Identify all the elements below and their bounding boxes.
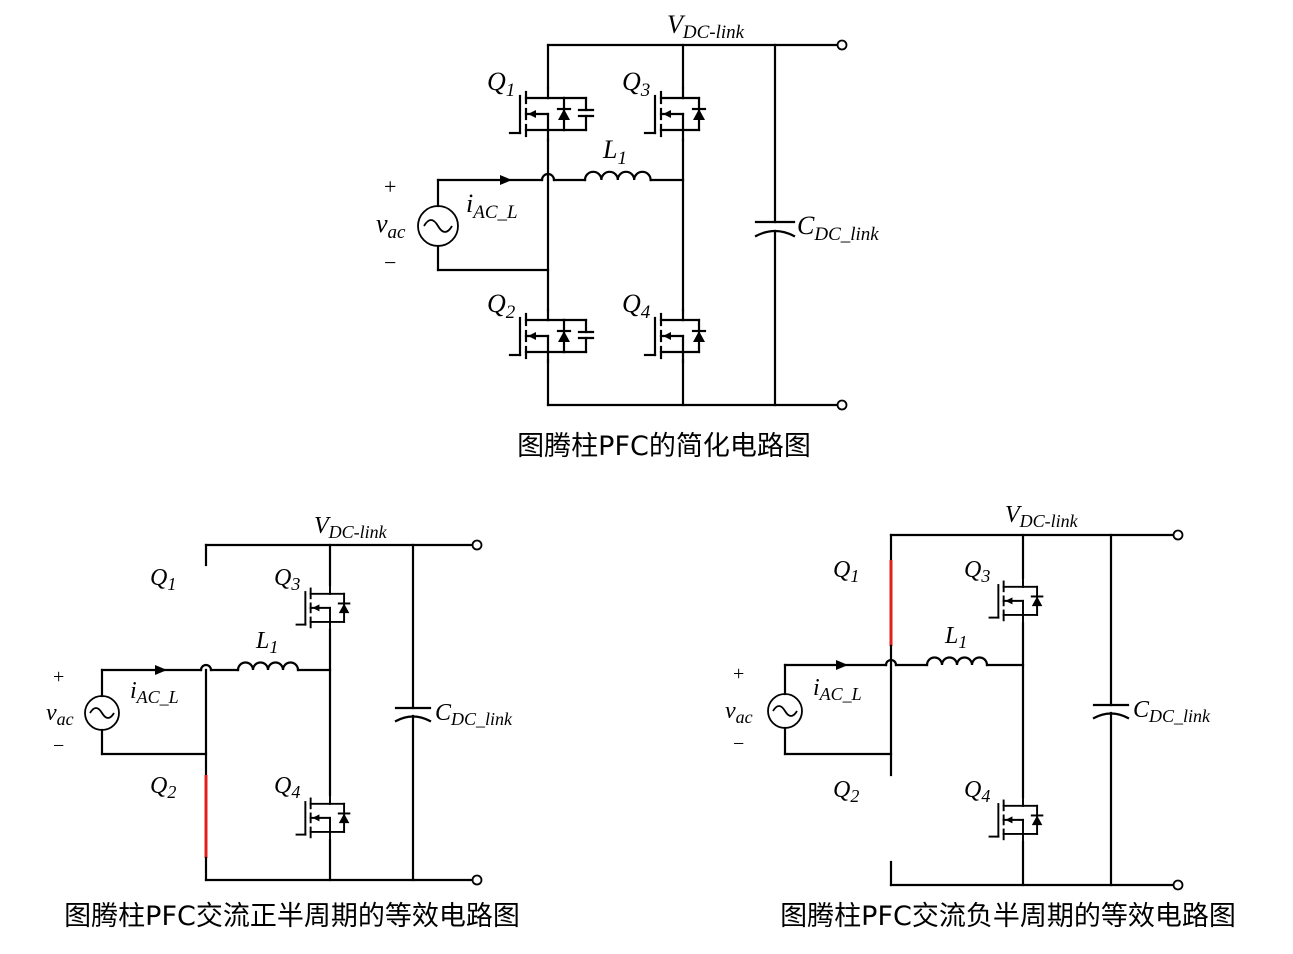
top-wire-crossover — [540, 172, 556, 182]
top-iac-label: iAC_L — [466, 189, 518, 223]
top-positive-terminal — [836, 39, 848, 51]
left-q1-label: Q1 — [150, 565, 176, 594]
top-plus-sign: + — [384, 174, 396, 199]
top-negative-terminal — [836, 399, 848, 411]
left-iac-label: iAC_L — [130, 678, 179, 707]
left-current-arrow — [155, 665, 167, 675]
top-q4-mosfet — [643, 308, 707, 364]
left-q4-mosfet — [295, 794, 351, 842]
left-l1-label: L1 — [255, 628, 278, 657]
left-q3-mosfet — [295, 584, 351, 632]
left-q3-label: Q3 — [274, 565, 300, 594]
left-vac-label: vac — [46, 700, 74, 729]
right-caption: 图腾柱PFC交流负半周期的等效电路图 — [780, 901, 1236, 932]
right-ac-source-sine-icon — [772, 705, 798, 717]
top-l1-label: L1 — [602, 135, 627, 169]
top-ac-source-sine-icon — [423, 219, 453, 233]
top-inductor-coil — [583, 170, 652, 182]
top-minus-sign: − — [384, 250, 396, 275]
right-inductor-coil — [925, 656, 989, 667]
left-positive-terminal — [471, 539, 483, 551]
right-vac-label: vac — [725, 698, 753, 727]
right-q4-label: Q4 — [964, 777, 990, 806]
top-q1-mosfet — [510, 88, 593, 140]
right-wire-crossover — [884, 658, 898, 667]
left-vdc-label: VDC-link — [314, 513, 388, 542]
right-iac-label: iAC_L — [813, 675, 862, 704]
top-caption: 图腾柱PFC的简化电路图 — [517, 431, 811, 462]
top-cdc-label: CDC_link — [797, 211, 879, 245]
top-q3-label: Q3 — [622, 67, 650, 101]
right-minus-sign: − — [733, 733, 744, 755]
right-negative-terminal — [1172, 879, 1184, 891]
right-diagram: VDC-link Q1 Q3 Q2 Q4 L1 CDC_link iAC_L v… — [725, 502, 1236, 932]
right-positive-terminal — [1172, 529, 1184, 541]
left-ac-source-sine-icon — [89, 707, 115, 719]
top-q2-mosfet — [510, 310, 593, 362]
left-minus-sign: − — [53, 735, 64, 757]
top-vdc-label: VDC-link — [667, 10, 745, 43]
right-vdc-label: VDC-link — [1005, 502, 1079, 531]
right-current-arrow — [836, 660, 848, 670]
left-diagram: VDC-link Q1 Q3 Q2 Q4 L1 CDC_link iAC_L v… — [46, 513, 520, 932]
left-caption: 图腾柱PFC交流正半周期的等效电路图 — [64, 901, 520, 932]
top-vac-label: vac — [376, 209, 406, 243]
left-cdc-label: CDC_link — [435, 700, 513, 729]
right-q3-mosfet — [988, 577, 1044, 625]
right-q1-label: Q1 — [833, 557, 859, 586]
left-q2-label: Q2 — [150, 773, 176, 802]
right-plus-sign: + — [733, 663, 744, 685]
right-q4-mosfet — [988, 796, 1044, 844]
right-q3-label: Q3 — [964, 557, 990, 586]
left-plus-sign: + — [53, 666, 64, 688]
top-q1-label: Q1 — [487, 67, 515, 101]
top-q3-mosfet — [643, 86, 707, 142]
left-wire-crossover — [199, 663, 213, 672]
top-current-arrow — [500, 175, 512, 185]
left-q4-label: Q4 — [274, 773, 300, 802]
left-inductor-coil — [236, 661, 300, 672]
right-l1-label: L1 — [944, 623, 967, 652]
right-cdc-label: CDC_link — [1133, 697, 1211, 726]
top-q2-label: Q2 — [487, 289, 516, 323]
top-q4-label: Q4 — [622, 289, 651, 323]
top-diagram: VDC-link Q1 Q3 Q2 Q4 L1 CDC_link iAC_L v… — [376, 10, 879, 462]
left-negative-terminal — [471, 874, 483, 886]
right-q2-label: Q2 — [833, 777, 859, 806]
